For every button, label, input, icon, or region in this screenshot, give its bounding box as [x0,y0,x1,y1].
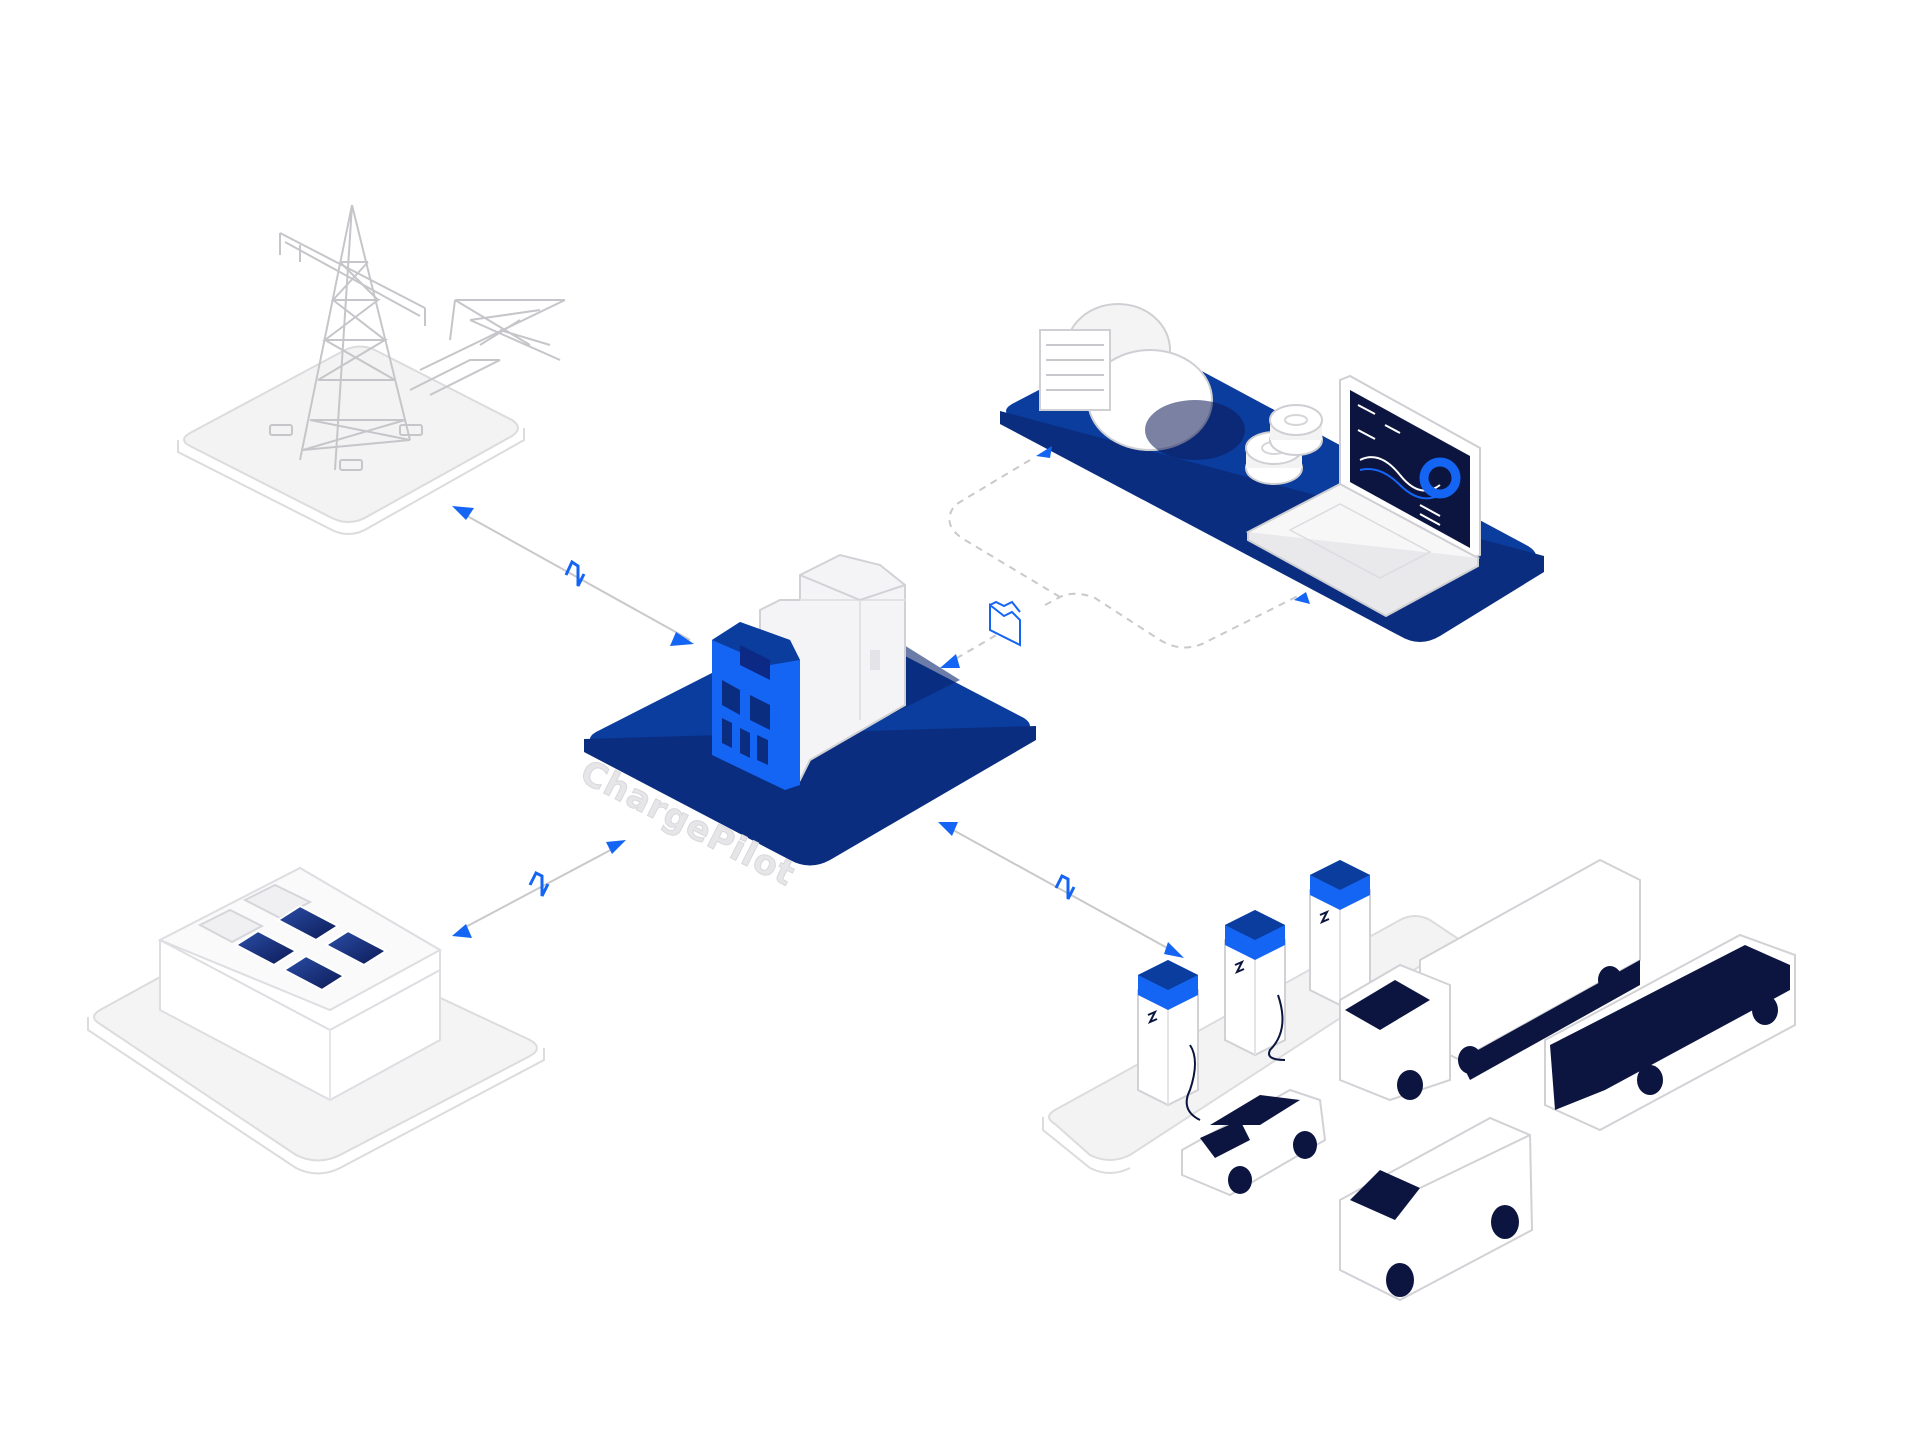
electric-bus-icon [1544,933,1796,1132]
link-controller-cloud [940,446,1310,668]
arrow-head-up-right [1036,446,1052,458]
solar-panels [234,904,388,992]
arrow-head-down [1164,942,1184,958]
charging-station-2 [1224,910,1286,1061]
building-solar-node [87,866,545,1175]
lightning-icon [1054,873,1076,900]
link-grid-controller [452,506,694,646]
arrow-head-down [452,924,472,938]
grid-platform [183,345,519,523]
arrow-head-up [606,840,626,854]
delivery-van-icon [1339,1116,1534,1302]
solar-roof-building-icon [157,866,443,1102]
lightning-icon [564,559,586,587]
charging-station-3 [1309,860,1371,1007]
lightning-icon [528,870,550,897]
cloud-platform-node [1000,303,1544,642]
arrow-head-up [938,822,958,836]
transmission-tower-icon [269,204,566,471]
coins-icon [1245,404,1323,485]
cloud-server-icon [1039,303,1245,460]
laptop-dashboard-icon [1245,374,1481,618]
arrow-head-left [940,654,960,668]
arrow-head-up [452,506,474,520]
charging-station-1 [1137,960,1201,1121]
chargepilot-controller-node: ChargePilot [573,553,1036,895]
charge-controller-icon [712,553,906,790]
electric-car-icon [1181,1088,1327,1197]
arrow-head-up-right [1294,592,1310,604]
charging-fleet-node [1042,858,1796,1302]
folder-icon [989,600,1021,647]
arrow-head-down [670,632,694,646]
link-building-controller [452,840,626,938]
link-controller-fleet [938,822,1184,958]
electric-truck-icon [1339,858,1641,1102]
power-grid-node [177,204,566,535]
